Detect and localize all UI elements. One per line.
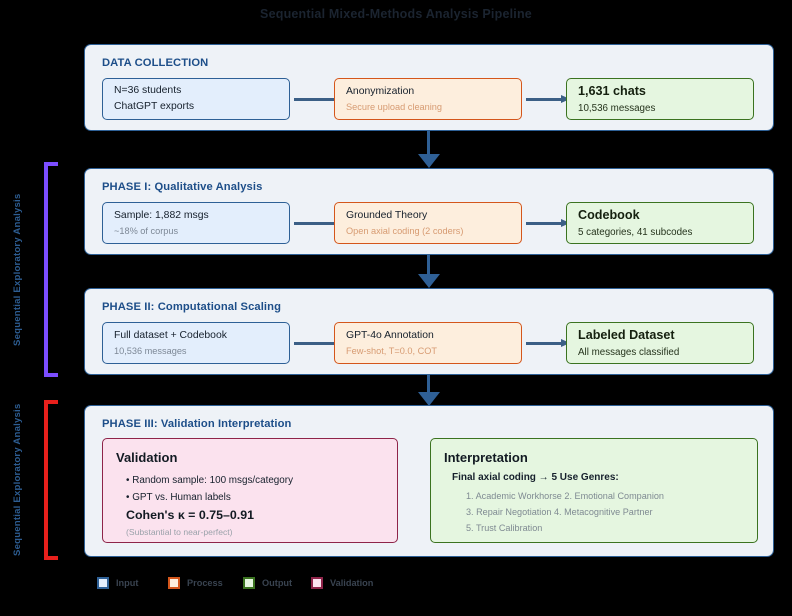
arrow-head (561, 339, 570, 347)
validation-note: (Substantial to near-perfect) (126, 527, 233, 538)
arrow-head (418, 274, 440, 288)
arrow-shaft (526, 98, 561, 101)
connector-arrow-1 (418, 131, 440, 168)
node-line-1: Anonymization (346, 85, 415, 97)
node-phase-ii-output[interactable]: Labeled Dataset All messages classified (566, 322, 754, 364)
bracket-top-cap (44, 162, 58, 166)
node-line-2: Secure upload cleaning (346, 101, 443, 112)
node-line-2: 10,536 messages (578, 103, 656, 115)
panel-interpretation[interactable]: Interpretation Final axial coding → 5 Us… (430, 438, 758, 543)
bracket-phase-i-ii (44, 162, 58, 377)
validation-bullet-2: • GPT vs. Human labels (126, 492, 231, 504)
arrow-shaft (427, 131, 431, 155)
validation-bullet-1: • Random sample: 100 msgs/category (126, 475, 294, 486)
legend-item-output: Output (243, 577, 292, 589)
section-data-collection: DATA COLLECTION N=36 students ChatGPT ex… (84, 44, 774, 131)
node-line-1: GPT-4o Annotation (346, 329, 434, 341)
arrow-shaft (427, 375, 431, 393)
panel-heading-validation: Validation (116, 450, 178, 465)
arrow-process-to-output (526, 219, 570, 228)
bracket-top-cap (44, 400, 58, 404)
node-line-2: ChatGPT exports (114, 101, 195, 112)
interpretation-genres-line-2: 3. Repair Negotiation 4. Metacognitive P… (466, 507, 653, 518)
bracket-vertical-bar (44, 400, 48, 560)
interpretation-subheading: Final axial coding → 5 Use Genres: (452, 472, 619, 483)
arrow-head (561, 95, 570, 103)
legend-item-process: Process (168, 577, 223, 589)
legend-label-input: Input (116, 578, 139, 588)
bracket-vertical-bar (44, 162, 48, 377)
node-phase-i-process[interactable]: Grounded Theory Open axial coding (2 cod… (334, 202, 522, 244)
node-line-1: Codebook (578, 207, 640, 222)
interpretation-genres-line-3: 5. Trust Calibration (466, 523, 543, 534)
node-phase-ii-process[interactable]: GPT-4o Annotation Few-shot, T=0.0, COT (334, 322, 522, 364)
legend-swatch-validation-icon (311, 577, 323, 589)
arrow-head (418, 154, 440, 168)
legend-label-validation: Validation (330, 578, 374, 588)
legend-swatch-input-icon (97, 577, 109, 589)
side-label-exploratory-bottom: Sequential Exploratory Analysis (12, 403, 23, 557)
section-title-phase-i: PHASE I: Qualitative Analysis (102, 181, 263, 193)
node-line-2: 10,536 messages (114, 345, 187, 356)
section-title-phase-ii: PHASE II: Computational Scaling (102, 301, 282, 313)
node-line-1: Grounded Theory (346, 209, 428, 221)
page-title: Sequential Mixed-Methods Analysis Pipeli… (260, 7, 532, 21)
side-label-exploratory-top: Sequential Exploratory Analysis (12, 193, 23, 346)
arrow-process-to-output (526, 339, 570, 348)
panel-heading-interpretation: Interpretation (444, 450, 528, 465)
arrow-shaft (526, 222, 561, 225)
section-phase-ii: PHASE II: Computational Scaling Full dat… (84, 288, 774, 375)
arrow-shaft (427, 255, 431, 275)
bracket-bottom-cap (44, 373, 58, 377)
node-line-1: 1,631 chats (578, 83, 646, 98)
section-title-data-collection: DATA COLLECTION (102, 57, 209, 69)
section-phase-i: PHASE I: Qualitative Analysis Sample: 1,… (84, 168, 774, 255)
arrow-process-to-output (526, 95, 570, 104)
arrow-head (561, 219, 570, 227)
node-line-1: Full dataset + Codebook (114, 329, 227, 341)
node-line-1: N=36 students (114, 84, 182, 96)
interpretation-genres-line-1: 1. Academic Workhorse 2. Emotional Compa… (466, 491, 664, 501)
legend-swatch-output-icon (243, 577, 255, 589)
node-data-collection-input[interactable]: N=36 students ChatGPT exports (102, 78, 290, 120)
node-line-1: Sample: 1,882 msgs (114, 209, 209, 221)
node-line-2: Few-shot, T=0.0, COT (346, 345, 437, 356)
node-line-2: All messages classified (578, 347, 680, 359)
legend-label-process: Process (187, 578, 223, 588)
legend-label-output: Output (262, 578, 293, 588)
validation-kappa-value: Cohen's κ = 0.75–0.91 (126, 508, 254, 523)
legend-swatch-process-icon (168, 577, 180, 589)
legend-item-validation: Validation (311, 577, 373, 589)
node-line-1: Labeled Dataset (578, 327, 675, 342)
node-data-collection-process[interactable]: Anonymization Secure upload cleaning (334, 78, 522, 120)
node-phase-i-input[interactable]: Sample: 1,882 msgs ~18% of corpus (102, 202, 290, 244)
section-title-phase-iii: PHASE III: Validation Interpretation (102, 418, 292, 430)
bracket-bottom-cap (44, 556, 58, 560)
arrow-head (418, 392, 440, 406)
connector-arrow-3 (418, 375, 440, 406)
node-line-2: Open axial coding (2 coders) (346, 225, 464, 236)
connector-arrow-2 (418, 255, 440, 288)
legend-item-input: Input (97, 577, 138, 589)
node-data-collection-output[interactable]: 1,631 chats 10,536 messages (566, 78, 754, 120)
bracket-phase-iii (44, 400, 58, 560)
node-phase-ii-input[interactable]: Full dataset + Codebook 10,536 messages (102, 322, 290, 364)
node-line-2: ~18% of corpus (114, 225, 179, 236)
section-phase-iii: PHASE III: Validation Interpretation Val… (84, 405, 774, 557)
arrow-shaft (526, 342, 561, 345)
panel-validation[interactable]: Validation • Random sample: 100 msgs/cat… (102, 438, 398, 543)
node-phase-i-output[interactable]: Codebook 5 categories, 41 subcodes (566, 202, 754, 244)
node-line-2: 5 categories, 41 subcodes (578, 227, 693, 239)
